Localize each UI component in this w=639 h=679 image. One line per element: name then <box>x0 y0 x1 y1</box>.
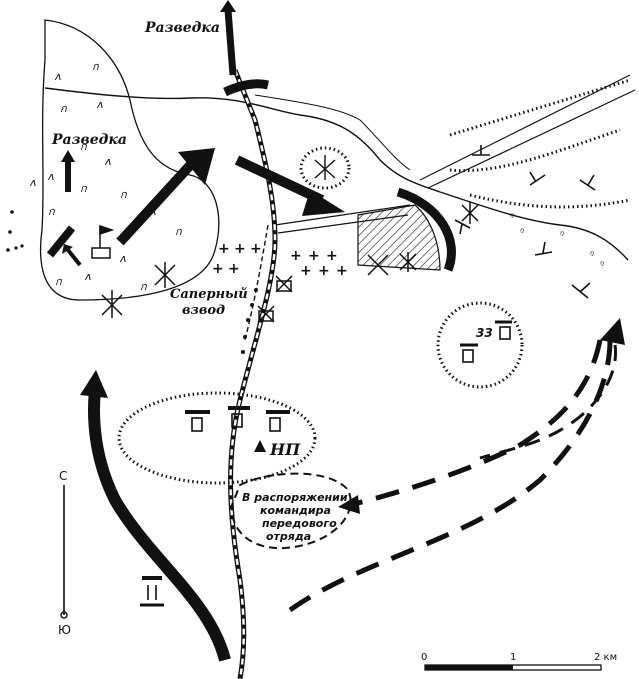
attack-arrow-2 <box>234 155 325 205</box>
svg-text:ᵑ: ᵑ <box>560 230 564 241</box>
scale-bar: 0 1 2 км <box>421 652 617 671</box>
fortifications <box>258 280 292 322</box>
svg-text:+: + <box>336 263 348 279</box>
sapper-label-1: Саперный <box>170 287 248 302</box>
minefield: +++ ++ +++ +++ <box>212 241 348 279</box>
scale-tick-2: 2 км <box>594 652 617 663</box>
svg-text:+: + <box>212 261 224 277</box>
hill-33 <box>436 301 524 389</box>
svg-text:ʌ: ʌ <box>54 70 62 83</box>
svg-text:ก: ก <box>80 140 88 153</box>
river-bank <box>254 94 411 171</box>
maneuver-arrow-outer-head <box>600 318 625 345</box>
svg-text:ʌ: ʌ <box>96 98 104 111</box>
svg-text:ก: ก <box>80 182 88 195</box>
enemy-front-line <box>396 187 456 272</box>
maneuver-arrow-top <box>479 344 618 460</box>
svg-text:+: + <box>234 241 246 257</box>
hill-number-label: 33 <box>476 326 493 340</box>
compass-south-label: Ю <box>58 623 71 637</box>
recon-north-label: Разведка <box>144 20 220 36</box>
hill-north <box>299 146 351 190</box>
svg-text:ก: ก <box>140 280 148 293</box>
road-west <box>274 204 411 226</box>
svg-text:ʌ: ʌ <box>47 170 55 183</box>
reserve-label-4: отряда <box>266 530 311 543</box>
svg-text:ก: ก <box>175 225 183 238</box>
scale-tick-0: 0 <box>421 652 427 663</box>
svg-text:ᵑ: ᵑ <box>590 250 594 261</box>
destroyed-markers <box>101 202 479 323</box>
attack-arrow-1-head <box>178 148 215 185</box>
compass-north-label: С <box>59 469 67 483</box>
svg-text:+: + <box>326 248 338 264</box>
svg-text:+: + <box>250 241 262 257</box>
svg-text:+: + <box>218 241 230 257</box>
sapper-dots <box>241 288 258 354</box>
destroyed-gun-north <box>314 155 336 180</box>
svg-text:+: + <box>228 261 240 277</box>
edge-dots <box>6 210 24 252</box>
reserve-area <box>230 472 352 550</box>
enemy-weapons <box>454 145 596 299</box>
recon-west-arrowhead <box>61 150 75 162</box>
svg-text:ʌ: ʌ <box>104 155 112 168</box>
maneuver-arrow-inner <box>349 339 603 508</box>
main-attack-arrow <box>88 389 231 662</box>
reserve-label-1: В распоряжении <box>242 491 348 504</box>
svg-text:ก: ก <box>92 60 100 73</box>
svg-text:ᵑ: ᵑ <box>510 212 514 223</box>
svg-text:+: + <box>290 248 302 264</box>
svg-text:ʌ: ʌ <box>84 270 92 283</box>
reserve-label-2: командира <box>260 504 331 517</box>
observation-post-label: НП <box>269 440 301 459</box>
enemy-strongpoint <box>357 204 441 271</box>
assembly-area <box>117 391 317 485</box>
attack-arrow-1 <box>116 156 199 246</box>
compass: С Ю <box>58 469 71 637</box>
svg-text:+: + <box>300 263 312 279</box>
western-arrow <box>66 248 82 267</box>
flag-icon <box>91 224 115 259</box>
road-ne <box>419 74 631 181</box>
scale-tick-1: 1 <box>510 652 516 663</box>
sapper-label-2: взвод <box>182 303 225 318</box>
western-unit <box>46 225 76 258</box>
svg-text:+: + <box>318 263 330 279</box>
footpath <box>244 224 269 341</box>
unit-symbols-assembly <box>185 406 290 432</box>
maneuver-arrow-outer <box>288 339 613 613</box>
recon-north-arrowhead <box>220 0 236 12</box>
observation-post-icon <box>254 440 266 452</box>
svg-text:+: + <box>308 248 320 264</box>
second-echelon-symbol <box>140 576 164 607</box>
ridge-lines <box>449 78 631 209</box>
svg-text:ก: ก <box>120 188 128 201</box>
attack-arrow-2-head <box>302 190 345 216</box>
recon-north-arrow <box>224 9 237 76</box>
forward-unit-river <box>223 79 270 97</box>
road-ne-2 <box>427 89 636 189</box>
svg-text:ᵑ: ᵑ <box>520 227 524 238</box>
main-attack-arrowhead <box>80 370 108 398</box>
railway-inner <box>229 69 277 679</box>
recon-west-label: Разведка <box>51 132 127 148</box>
reserve-label-3: передового <box>262 517 337 530</box>
svg-text:ʌ: ʌ <box>119 252 127 265</box>
svg-text:ก: ก <box>48 205 56 218</box>
svg-text:ʌ: ʌ <box>29 176 37 189</box>
western-arrowhead <box>62 244 73 254</box>
maneuver-arrow-inner-head <box>338 495 360 514</box>
forest-outline <box>39 19 220 301</box>
svg-text:ก: ก <box>60 102 68 115</box>
river <box>44 87 629 261</box>
svg-text:ᵑ: ᵑ <box>600 260 604 271</box>
vegetation-ne: ᵑᵑᵑ ᵑᵑ <box>510 212 604 271</box>
enemy-positions-hill33 <box>460 320 512 363</box>
svg-text:ก: ก <box>55 275 63 288</box>
